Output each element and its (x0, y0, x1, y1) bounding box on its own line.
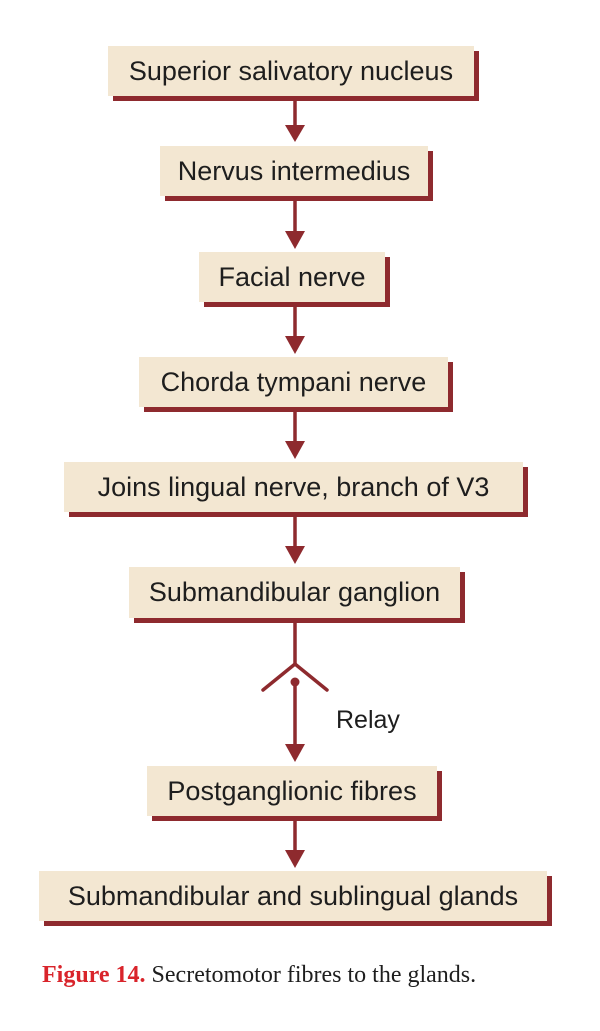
arrowhead-7 (285, 850, 305, 868)
node-superior-salivatory-nucleus: Superior salivatory nucleus (108, 46, 474, 96)
node-submandibular-ganglion: Submandibular ganglion (129, 567, 460, 618)
node-submandibular-and-sublingual-glands: Submandibular and sublingual glands (39, 871, 547, 921)
relay-label: Relay (336, 706, 400, 734)
caption-text: Secretomotor fibres to the glands. (145, 962, 477, 988)
node-postganglionic-fibres: Postganglionic fibres (147, 766, 437, 816)
arrowhead-2 (285, 231, 305, 249)
arrowhead-1 (285, 125, 305, 142)
arrowhead-4 (285, 441, 305, 459)
arrowhead-5 (285, 546, 305, 564)
relay-synapse-dot (290, 677, 300, 687)
node-chorda-tympani-nerve: Chorda tympani nerve (139, 357, 448, 407)
node-joins-lingual-nerve: Joins lingual nerve, branch of V3 (64, 462, 523, 512)
relay-synapse-fork (261, 661, 329, 692)
arrowhead-3 (285, 336, 305, 354)
node-facial-nerve: Facial nerve (199, 252, 385, 302)
node-nervus-intermedius: Nervus intermedius (160, 146, 428, 196)
figure-caption: Figure 14. Secretomotor fibres to the gl… (42, 962, 476, 989)
figure-label: Figure 14. (42, 962, 146, 988)
arrowhead-6 (285, 744, 305, 762)
